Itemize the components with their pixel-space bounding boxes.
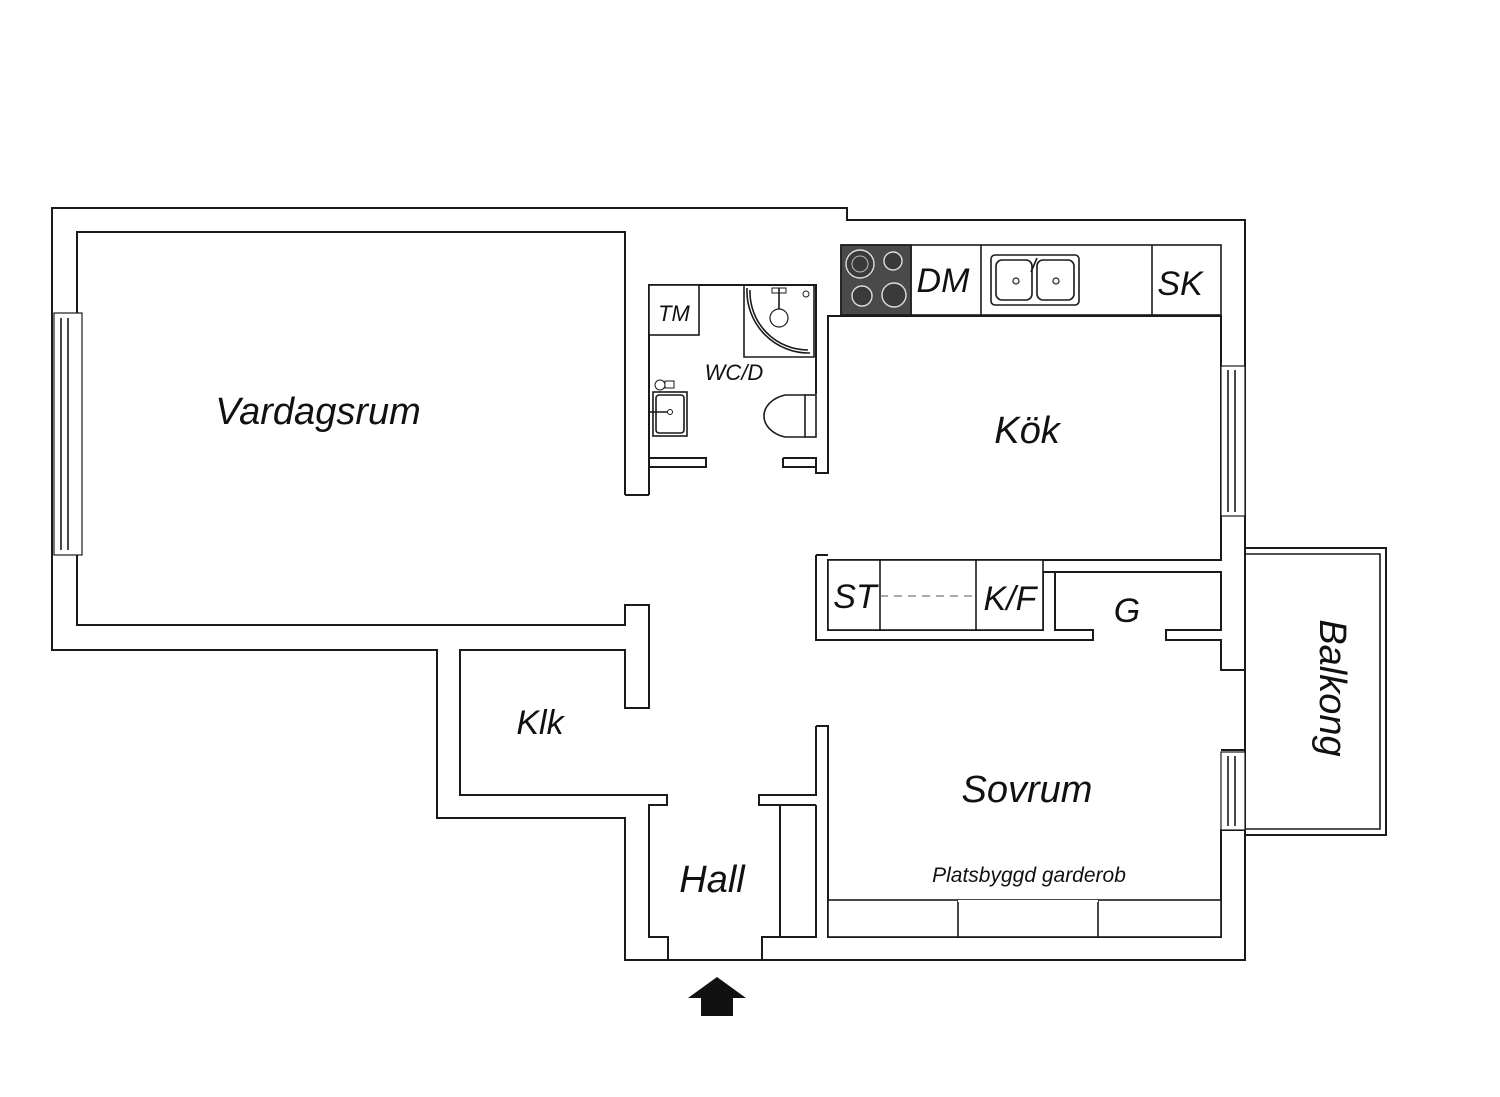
room-label-bath: WC/D (705, 360, 764, 385)
double-sink-icon (990, 254, 1080, 306)
fixture-label-cabinet: SK (1157, 265, 1204, 303)
wardrobe (827, 899, 1222, 938)
room-label-closet: Klk (516, 704, 565, 742)
fixture-label-dishwasher: DM (917, 262, 971, 300)
windows (53, 312, 1246, 831)
entrance-arrow-icon (688, 977, 746, 1016)
washer-box (648, 284, 700, 336)
room-label-bedroom: Sovrum (962, 769, 1093, 811)
room-label-kitchen: Kök (994, 410, 1061, 452)
shower-icon (743, 285, 815, 358)
cabinet-row (827, 559, 1044, 631)
fixture-label-fridge-freezer: K/F (984, 580, 1039, 618)
fixture-label-wardrobe: Platsbyggd garderob (932, 864, 1126, 887)
room-label-storage: G (1114, 592, 1140, 630)
balcony (1245, 547, 1387, 836)
room-label-living: Vardagsrum (215, 391, 421, 433)
washbasin-icon (649, 379, 688, 437)
fixture-label-washer: TM (658, 301, 690, 326)
toilet-icon (763, 394, 817, 438)
fixture-label-tall-cabinet: ST (833, 578, 879, 616)
room-label-balcony: Balkong (1311, 619, 1353, 756)
stove-icon (840, 244, 912, 316)
room-label-hall: Hall (679, 859, 746, 901)
outer-walls (51, 207, 1246, 961)
interior-walls (76, 231, 1245, 960)
